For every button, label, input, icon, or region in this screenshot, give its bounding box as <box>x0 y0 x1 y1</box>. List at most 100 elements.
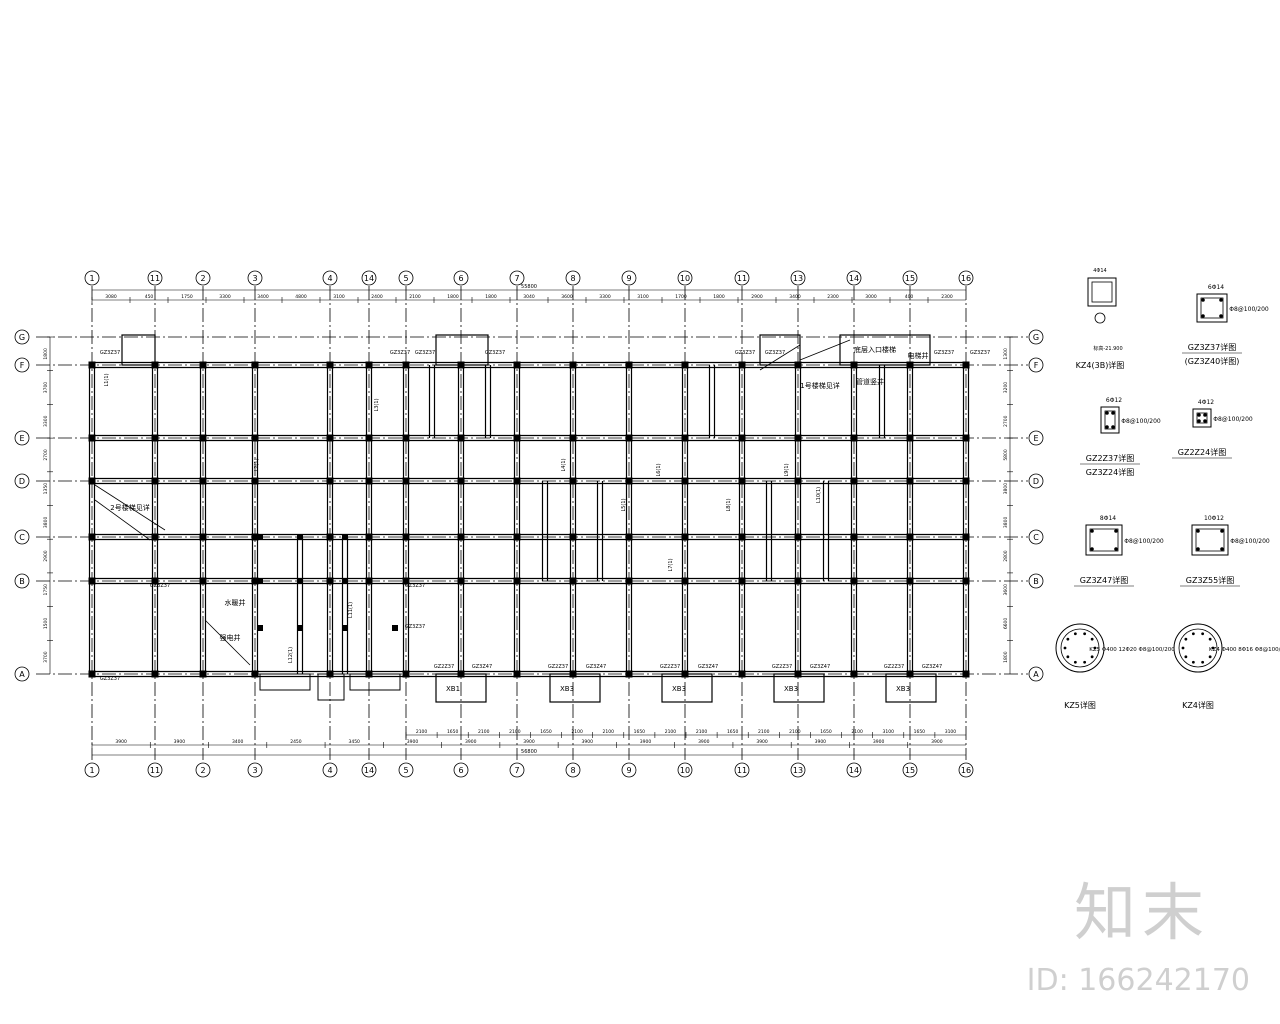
detail-rebar <box>1203 413 1207 417</box>
dim-value: 3300 <box>43 415 49 427</box>
column-tag: GZ3Z37 <box>934 350 954 356</box>
dim-value: 1800 <box>485 294 497 300</box>
axis-bubble <box>247 762 263 778</box>
column <box>850 670 858 678</box>
stair-diagonal <box>94 499 151 541</box>
detail-title: GZ3Z37详图 <box>1188 342 1236 352</box>
axis-bubble-label: 1 <box>89 766 94 775</box>
dim-value: 3200 <box>1003 382 1009 394</box>
dim-value: 2100 <box>789 729 801 735</box>
column <box>88 477 96 485</box>
column-tag: GZ2Z37 <box>548 664 568 670</box>
dim-value: 1650 <box>727 729 739 735</box>
dim-value: 3450 <box>348 739 360 745</box>
axis-bubble-label: 9 <box>626 274 631 283</box>
column <box>88 533 96 541</box>
column <box>326 577 334 585</box>
column <box>251 577 259 585</box>
column <box>151 477 159 485</box>
dim-value: 3600 <box>1003 584 1009 596</box>
dim-value: 2400 <box>371 294 383 300</box>
column <box>457 361 465 369</box>
axis-bubble <box>509 762 525 778</box>
column <box>402 533 410 541</box>
axis-bubble-label: E <box>19 434 24 443</box>
column <box>794 670 802 678</box>
axis-bubble <box>958 270 974 286</box>
column-tag: GZ3Z37 <box>485 350 505 356</box>
detail-title: GZ2Z37详图 <box>1086 453 1134 463</box>
column-tag: GZ3Z37 <box>150 583 170 589</box>
detail-rebar <box>1201 314 1205 318</box>
column <box>962 577 970 585</box>
detail-rebar <box>1208 655 1212 659</box>
column <box>365 577 373 585</box>
detail-rebar <box>1090 637 1094 641</box>
detail-title: KZ4(3B)详图 <box>1076 360 1125 370</box>
dim-value: 2100 <box>602 729 614 735</box>
detail-rebar <box>1181 646 1185 650</box>
dim-value: 3100 <box>637 294 649 300</box>
column <box>326 477 334 485</box>
dim-value: 3700 <box>43 651 49 663</box>
axis-bubble-label: 9 <box>626 766 631 775</box>
beam-tag: L2(1) <box>254 458 260 471</box>
dim-value: 2450 <box>290 739 302 745</box>
axis-bubble <box>790 270 806 286</box>
column <box>962 670 970 678</box>
beam-tag: L6(1) <box>656 463 662 476</box>
axis-bubble <box>846 762 862 778</box>
detail-rebar <box>1201 298 1205 302</box>
dim-value: 2300 <box>827 294 839 300</box>
dim-value: 3900 <box>407 739 419 745</box>
balcony-label: XB3 <box>784 685 798 693</box>
axis-bubble <box>322 762 338 778</box>
column <box>342 578 348 584</box>
column <box>850 434 858 442</box>
dim-value: 2100 <box>696 729 708 735</box>
axis-bubble <box>14 430 30 446</box>
dim-value: 1650 <box>634 729 646 735</box>
detail-rebar <box>1083 632 1087 636</box>
column-tag: GZ3Z37 <box>735 350 755 356</box>
column <box>513 361 521 369</box>
balcony-label: XB3 <box>560 685 574 693</box>
column <box>297 578 303 584</box>
axis-bubble-label: 16 <box>961 274 971 283</box>
column <box>794 434 802 442</box>
column <box>457 670 465 678</box>
axis-bubble-label: 11 <box>737 274 747 283</box>
detail-rebar <box>1111 411 1115 415</box>
axis-bubble <box>14 357 30 373</box>
column <box>906 361 914 369</box>
column <box>738 577 746 585</box>
balcony-label: XB3 <box>672 685 686 693</box>
column <box>569 361 577 369</box>
column <box>794 533 802 541</box>
detail-rebar <box>1066 637 1070 641</box>
detail-rebar <box>1093 646 1097 650</box>
dim-value: 3080 <box>105 294 117 300</box>
column <box>151 434 159 442</box>
dim-value: 2100 <box>409 294 421 300</box>
column <box>326 670 334 678</box>
dim-value: 3900 <box>873 739 885 745</box>
column-tag: GZ3Z37 <box>415 350 435 356</box>
column <box>457 577 465 585</box>
column-tag: GZ3Z37 <box>405 583 425 589</box>
dim-value: 2700 <box>43 449 49 461</box>
column <box>962 477 970 485</box>
axis-bubble-label: 7 <box>514 274 519 283</box>
detail-rebar <box>1201 632 1205 636</box>
axis-bubble-label: 14 <box>849 274 859 283</box>
column <box>402 434 410 442</box>
column <box>251 361 259 369</box>
dim-value: 2900 <box>43 550 49 562</box>
column <box>906 577 914 585</box>
detail-rebar <box>1090 655 1094 659</box>
columns <box>88 361 970 678</box>
column <box>569 477 577 485</box>
axis-bubble-label: G <box>19 333 25 342</box>
axis-bubble <box>1028 529 1044 545</box>
